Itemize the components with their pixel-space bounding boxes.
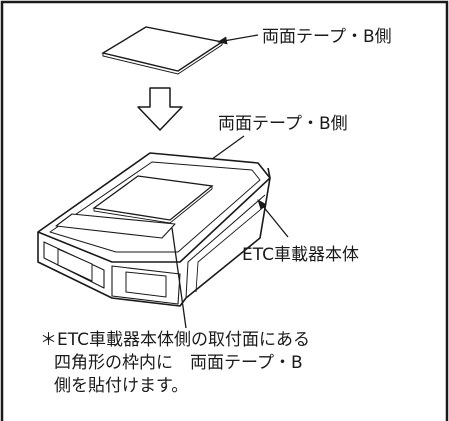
note-line-3: 側を貼付けます。 (54, 376, 188, 396)
leader-arrow-tape-top (217, 34, 259, 45)
note-line-2: 四角形の枠内に 両面テープ・B (54, 353, 303, 373)
leader-arrow-etc-unit (257, 199, 289, 238)
label-tape-middle: 両面テープ・B側 (218, 114, 348, 134)
label-etc-unit: ETC車載器本体 (242, 245, 359, 265)
etc-unit-body (37, 152, 271, 307)
hollow-down-arrow-icon (137, 87, 183, 131)
note-line-1: ＊ETC車載器本体側の取付面にある (40, 330, 310, 350)
tape-sheet-top (101, 26, 224, 75)
leader-line-mounting-face (171, 227, 187, 329)
label-tape-top: 両面テープ・B側 (262, 27, 392, 47)
tape-sheet-on-unit (92, 175, 214, 224)
